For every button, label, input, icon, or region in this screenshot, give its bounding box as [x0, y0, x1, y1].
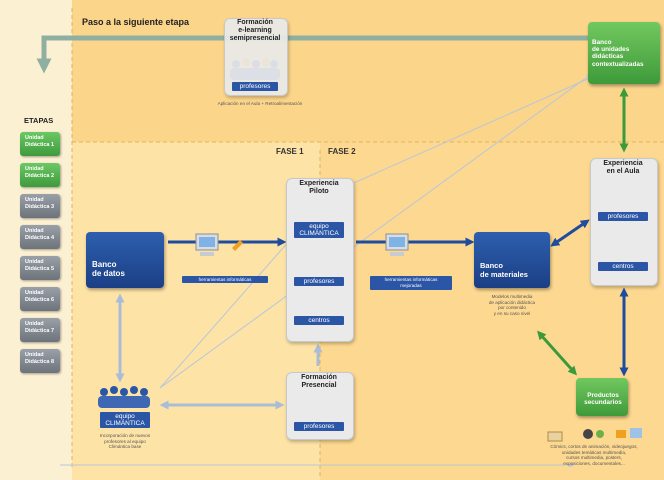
- etapa-line2: Didáctica 2: [25, 173, 55, 179]
- banco-unidades-line2: de unidades: [592, 46, 630, 54]
- aula-schools-label: centros: [598, 262, 648, 271]
- aula-title-line2: en el Aula: [606, 168, 640, 175]
- piloto-title: Experiencia Piloto: [286, 180, 352, 196]
- banco-materiales-box: [474, 232, 550, 288]
- banco-materiales-caption-line1: Modelos multimedia: [491, 294, 533, 299]
- tools-caption: herramientas informáticas: [182, 276, 268, 283]
- banco-datos-line2: de datos: [92, 269, 125, 278]
- elearning-title: Formación e-learning semipresencial: [224, 19, 286, 43]
- tools-improved-line2: mejoradas: [400, 283, 422, 288]
- computer-icon-1: [195, 233, 243, 256]
- banco-datos-box: [86, 232, 164, 288]
- banco-datos-label: Banco de datos: [92, 260, 152, 278]
- equipo-caption-line2: profesores al equipo: [104, 438, 146, 444]
- productos-caption-line3: cursos multimedia, posters,: [566, 455, 622, 461]
- piloto-schools-label: centros: [294, 316, 344, 325]
- banco-unidades-label: Banco de unidades didácticas contextuali…: [592, 39, 662, 68]
- banco-unidades-line3: didácticas: [592, 53, 624, 61]
- productos-caption-line4: exposiciones, documentales...: [563, 460, 625, 466]
- productos-icons: [547, 428, 642, 442]
- productos-caption: Cómics, cortos de animación, videojuegos…: [528, 444, 660, 466]
- etapas-title: ETAPAS: [24, 116, 54, 125]
- banco-materiales-caption: Modelos multimedia de aplicación didácti…: [462, 294, 562, 316]
- etapa-line2: Didáctica 8: [25, 359, 55, 365]
- etapa-line1: Unidad: [25, 352, 44, 358]
- etapa-line1: Unidad: [25, 166, 44, 172]
- presencial-title-line1: Formación: [301, 374, 337, 381]
- etapa-line1: Unidad: [25, 259, 44, 265]
- piloto-team-line1: equipo: [309, 223, 329, 230]
- elearning-caption: Aplicación en el Aula + Retroalimentació…: [217, 101, 303, 106]
- etapa-line2: Didáctica 7: [25, 328, 55, 334]
- elearning-title-line3: semipresencial: [229, 35, 281, 42]
- piloto-title-line1: Experiencia: [299, 180, 339, 187]
- presencial-title-line2: Presencial: [301, 382, 337, 389]
- productos-caption-line2: unidades temáticas multimedia,: [561, 449, 627, 455]
- etapa-line2: Didáctica 6: [25, 297, 55, 303]
- etapa-line2: Didáctica 5: [25, 266, 55, 272]
- banco-datos-line1: Banco: [92, 260, 117, 269]
- elearning-title-line1: Formación: [237, 19, 273, 26]
- piloto-team-line2: CLIMÁNTICA: [299, 230, 339, 237]
- next-stage-label: Paso a la siguiente etapa: [82, 17, 190, 27]
- equipo-label: equipo CLIMÁNTICA: [100, 412, 150, 428]
- banco-materiales-line1: Banco: [480, 261, 503, 270]
- elearning-label: profesores: [232, 82, 278, 91]
- tools-improved-caption: herramientas informáticas mejoradas: [370, 276, 452, 290]
- etapa-line1: Unidad: [25, 228, 44, 234]
- etapa-line2: Didáctica 3: [25, 204, 55, 210]
- banco-materiales-line2: de materiales: [480, 269, 528, 279]
- aula-teachers-label: profesores: [598, 212, 648, 221]
- banco-unidades-line1: Banco: [592, 39, 612, 46]
- productos-line2: secundarios: [584, 399, 622, 407]
- etapa-line1: Unidad: [25, 197, 44, 203]
- phase-1-label: FASE 1: [276, 147, 304, 156]
- equipo-caption-line3: Climántica base: [108, 444, 142, 450]
- piloto-title-line2: Piloto: [309, 188, 329, 195]
- tools-improved-line1: herramientas informáticas: [384, 277, 438, 282]
- productos-line1: Productos: [587, 392, 619, 399]
- etapa-line2: Didáctica 4: [25, 235, 55, 241]
- productos-caption-line1: Cómics, cortos de animación, videojuegos…: [550, 444, 638, 449]
- elearning-title-line2: e-learning: [238, 27, 272, 34]
- etapa-line1: Unidad: [25, 290, 44, 296]
- aula-title-line1: Experiencia: [603, 160, 643, 167]
- banco-unidades-line4: contextualizadas: [592, 60, 644, 68]
- piloto-teachers-label: profesores: [294, 277, 344, 286]
- phase-2-label: FASE 2: [328, 147, 356, 156]
- equipo-caption-line1: Incorporación de nuevos: [99, 433, 151, 438]
- etapa-line2: Didáctica 1: [25, 142, 55, 148]
- productos-box: [576, 378, 628, 416]
- equipo-label-line1: equipo: [115, 413, 135, 420]
- banco-materiales-caption-line4: y en su caso nivel: [493, 310, 531, 316]
- banco-materiales-label: Banco de materiales: [480, 261, 546, 279]
- computer-icon-2: [385, 233, 409, 256]
- aula-title: Experiencia en el Aula: [590, 160, 656, 176]
- equipo-caption: Incorporación de nuevos profesores al eq…: [70, 433, 180, 450]
- banco-materiales-caption-line3: por contenido: [498, 305, 526, 311]
- equipo-label-line2: CLIMÁNTICA: [105, 420, 145, 427]
- banco-materiales-caption-line2: de aplicación didáctica: [488, 299, 536, 305]
- presencial-label: profesores: [294, 422, 344, 431]
- productos-label: Productos secundarios: [578, 392, 628, 406]
- presencial-title: Formación Presencial: [286, 374, 352, 390]
- banco-unidades-box: [588, 22, 660, 84]
- etapa-line1: Unidad: [25, 135, 44, 141]
- etapa-line1: Unidad: [25, 321, 44, 327]
- piloto-team-label: equipo CLIMÁNTICA: [294, 222, 344, 238]
- piloto-card: [286, 178, 354, 342]
- equipo-people-icon: [98, 386, 150, 408]
